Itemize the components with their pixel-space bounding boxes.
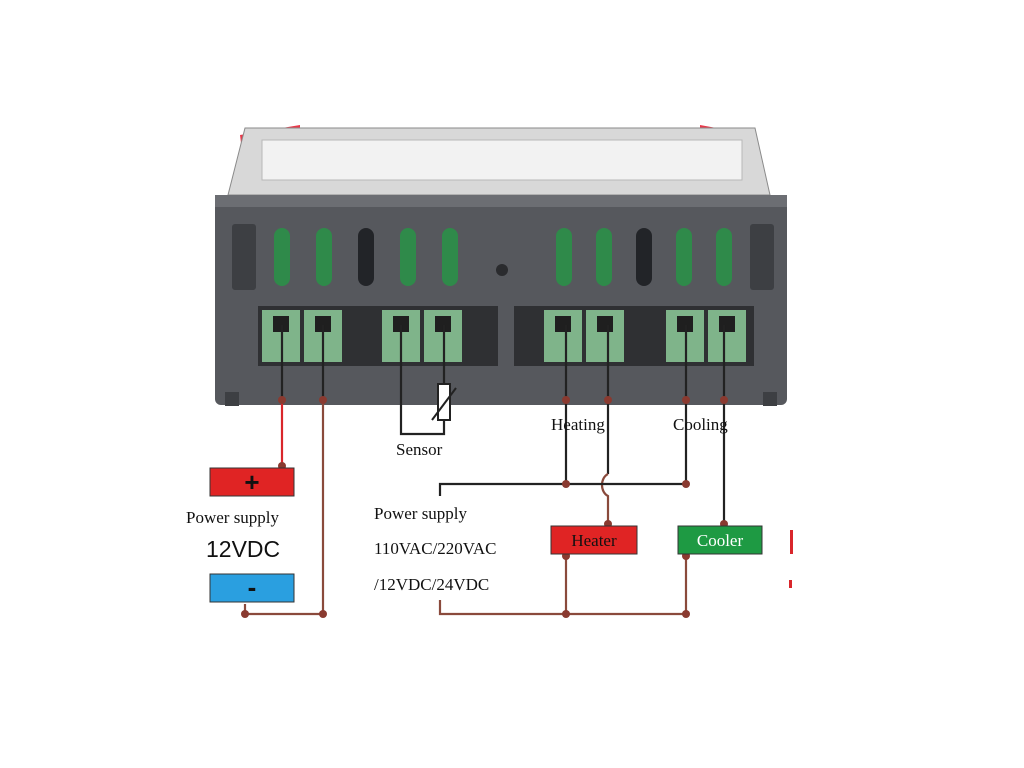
vent-slot — [232, 224, 256, 290]
dc-plus-sign: + — [244, 467, 259, 497]
wire-dc-negative-brown — [243, 400, 325, 616]
label-cooler: Cooler — [697, 531, 744, 550]
vent-slot — [716, 228, 732, 286]
label-ac-voltage-line1: 110VAC/220VAC — [374, 539, 497, 558]
vent-slot — [596, 228, 612, 286]
center-screw-hole — [496, 264, 508, 276]
heater-box — [550, 525, 638, 555]
terminal-screw — [555, 316, 571, 332]
controller-unit — [215, 125, 787, 406]
label-heater: Heater — [571, 531, 617, 550]
vent-slot — [358, 228, 374, 286]
housing — [215, 195, 787, 405]
dc-plus-box — [209, 467, 295, 497]
vent-slot — [400, 228, 416, 286]
terminal-screw — [719, 316, 735, 332]
terminal-screw — [315, 316, 331, 332]
wire-sensor — [399, 325, 446, 436]
vent-slot — [636, 228, 652, 286]
label-sensor: Sensor — [396, 440, 443, 459]
label-cooling: Cooling — [673, 415, 728, 434]
junction-dots — [241, 396, 728, 618]
label-ac-voltage-line2: /12VDC/24VDC — [374, 575, 489, 594]
label-dc-voltage: 12VDC — [206, 536, 280, 562]
terminal-block-left — [258, 306, 498, 366]
vent-slot — [442, 228, 458, 286]
edge-mark — [789, 580, 792, 588]
display-window — [261, 139, 743, 181]
terminal-screw — [435, 316, 451, 332]
dc-minus-sign: - — [248, 572, 257, 602]
terminal-screw — [677, 316, 693, 332]
terminal-screw — [597, 316, 613, 332]
terminal-screw — [273, 316, 289, 332]
vent-slot — [274, 228, 290, 286]
edge-mark — [790, 530, 793, 554]
wire-heating-out-brown — [600, 473, 610, 524]
terminal-block-right — [514, 306, 754, 366]
vent-slot — [750, 224, 774, 290]
vent-slot — [316, 228, 332, 286]
dc-minus-box — [209, 573, 295, 603]
terminal-screw — [393, 316, 409, 332]
cooler-box — [677, 525, 763, 555]
label-dc-power-supply: Power supply — [186, 508, 280, 527]
label-ac-power-supply: Power supply — [374, 504, 468, 523]
vent-slot — [556, 228, 572, 286]
thermistor-icon — [431, 383, 457, 421]
vent-slot — [676, 228, 692, 286]
label-heating: Heating — [551, 415, 605, 434]
vent-slots — [232, 224, 774, 290]
